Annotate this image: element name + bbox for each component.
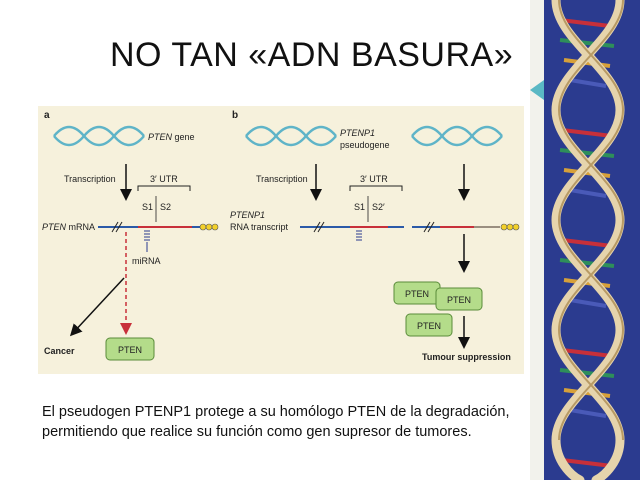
- mirna-symbol-a: [144, 230, 150, 252]
- pten-diagram: a PTEN gene Transcription 3′ UTR S1 S2 P…: [42, 110, 520, 362]
- utr-bracket-b: [349, 185, 403, 191]
- panel-b-transcription-label: Transcription: [256, 174, 308, 184]
- ptenp1-pseudogene-helix: [245, 125, 337, 147]
- pten-mrna-label: PTEN mRNA: [42, 222, 95, 232]
- pten-mrna-strand-b: [412, 221, 520, 233]
- ptenp1-rna-label: PTENP1: [230, 210, 265, 220]
- pten-protein-b1-label: PTEN: [405, 289, 429, 299]
- mirna-label: miRNA: [132, 256, 161, 266]
- panel-a-transcription-label: Transcription: [64, 174, 116, 184]
- figure-panel: a PTEN gene Transcription 3′ UTR S1 S2 P…: [38, 106, 524, 374]
- ptenp1-rna-strand: [300, 221, 404, 233]
- pten-gene-helix: [53, 125, 145, 147]
- dna-helix-decoration: [530, 0, 640, 485]
- pten-protein-b2-label: PTEN: [447, 295, 471, 305]
- caption-line-2: permitiendo que realice su función como …: [42, 424, 472, 440]
- caption: El pseudogen PTENP1 protege a su homólog…: [42, 402, 522, 442]
- s2-label-a: S2: [160, 202, 171, 212]
- s1-label-b: S1: [354, 202, 365, 212]
- panel-b-label: b: [232, 110, 238, 121]
- pten-protein-b3: [405, 313, 453, 337]
- dna-helix-image: [530, 0, 640, 485]
- pten-mrna-strand: [98, 221, 219, 233]
- caption-line-1: El pseudogen PTENP1 protege a su homólog…: [42, 404, 510, 420]
- slide-title: NO TAN «ADN BASURA»: [110, 36, 514, 74]
- pten-helix-b: [411, 125, 503, 147]
- ptenp1-label: PTENP1: [340, 128, 375, 138]
- rna-transcript-label: RNA transcript: [230, 222, 289, 232]
- s2-label-b: S2′: [372, 202, 385, 212]
- tumour-suppression-label: Tumour suppression: [422, 352, 511, 362]
- pten-protein-b3-label: PTEN: [417, 321, 441, 331]
- utr-label-b: 3′ UTR: [360, 174, 388, 184]
- dna-backbones: [551, 0, 625, 485]
- utr-label-a: 3′ UTR: [150, 174, 178, 184]
- pten-protein-a: [105, 337, 155, 361]
- s1-label-a: S1: [142, 202, 153, 212]
- pseudogene-label: pseudogene: [340, 140, 390, 150]
- pten-protein-a-label: PTEN: [118, 345, 142, 355]
- panel-a-label: a: [44, 110, 50, 121]
- mirna-symbol-b: [356, 230, 362, 241]
- pten-protein-b2: [435, 287, 483, 311]
- arrow-to-cancer: [69, 277, 125, 337]
- utr-bracket-a: [137, 185, 191, 191]
- cancer-label: Cancer: [44, 346, 75, 356]
- pten-gene-label: PTEN gene: [148, 132, 195, 142]
